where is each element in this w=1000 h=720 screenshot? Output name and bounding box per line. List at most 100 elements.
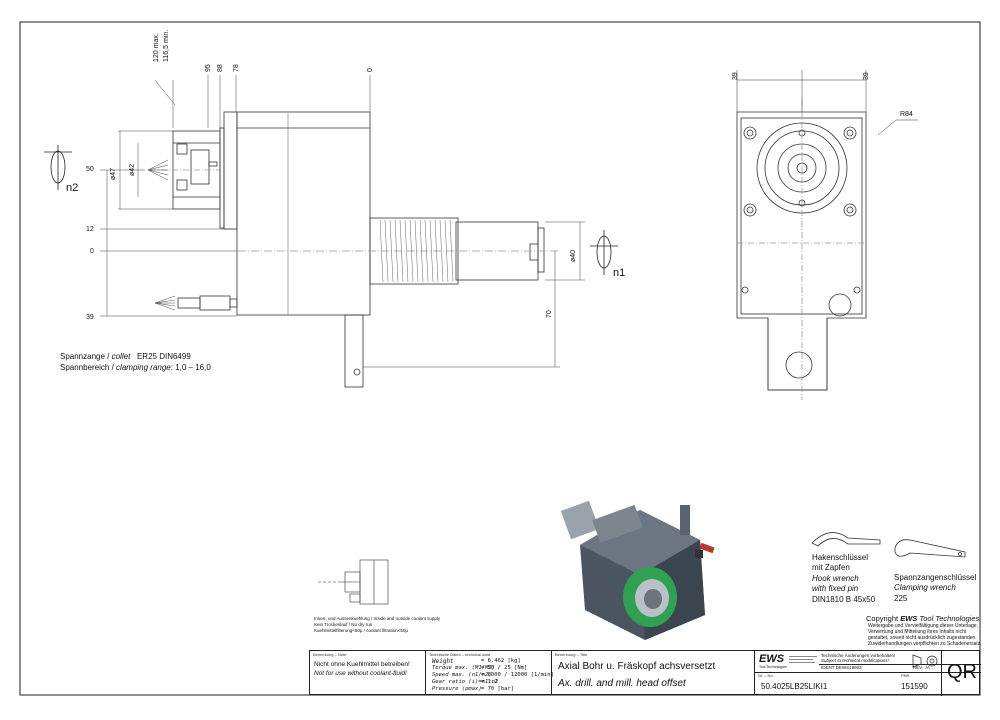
note-en: Not for use without coolant-fluid! bbox=[314, 670, 407, 677]
dim-d47: ø47 bbox=[110, 167, 117, 180]
thread-line bbox=[434, 219, 439, 283]
coolant-note-2: Kein Trockenlauf / No dry run bbox=[314, 622, 373, 627]
coolant-note-3: Kuehlmittelfilterung<50µ / coolant filtr… bbox=[314, 628, 408, 633]
dim-0-left: 0 bbox=[90, 248, 94, 255]
thread-line bbox=[449, 219, 454, 283]
thread-line bbox=[419, 219, 424, 283]
clamp-wrench-de: Spannzangenschlüssel bbox=[894, 573, 977, 582]
note-header: Bemerkung – Note bbox=[313, 652, 347, 657]
dim-39-front-right: 39 bbox=[863, 72, 870, 80]
dim-78: 78 bbox=[233, 64, 240, 72]
pnr-number: 151590 bbox=[901, 682, 928, 691]
coolant-note-1: Innen- und Aussenkuehlung / Inside and o… bbox=[314, 616, 441, 621]
title-header: Benennung – Title bbox=[555, 652, 588, 657]
front-view bbox=[736, 70, 918, 400]
title-en: Ax. drill. and mill. head offset bbox=[558, 678, 686, 689]
gear-value: = 1:2 bbox=[481, 679, 498, 685]
thread-lines bbox=[379, 219, 454, 283]
collet-line-1: Spannzange / collet ER25 DIN6499 bbox=[60, 352, 191, 362]
copyright-brand-suffix: Tool Technologies bbox=[917, 614, 980, 623]
copyright-line-3: gestattet, soweit nicht ausdrücklich zug… bbox=[868, 635, 977, 641]
copyright-line-2: Verwertung und Mitteilung ihres Inhalts … bbox=[868, 629, 967, 635]
number-header: Nr. – No. bbox=[758, 673, 774, 678]
dim-70: 70 bbox=[546, 310, 553, 318]
part-number: 50.4025LB25LIKI1 bbox=[761, 682, 828, 691]
ident-code: IDENT DEWS19903 bbox=[821, 665, 862, 670]
tech-header: Technische Daten – technical data bbox=[429, 652, 490, 657]
thread-line bbox=[444, 219, 449, 283]
clamp-range-en: clamping range bbox=[116, 363, 171, 372]
hook-wrench-std: DIN1810 B 45x50 bbox=[812, 595, 876, 604]
collet-spec: ER25 DIN6499 bbox=[136, 352, 191, 361]
side-view bbox=[150, 111, 560, 388]
drawing-frame bbox=[19, 21, 981, 696]
label-n1: n1 bbox=[613, 267, 626, 279]
dim-88: 88 bbox=[217, 64, 224, 72]
iso-render bbox=[560, 500, 715, 640]
dim-12: 12 bbox=[86, 226, 94, 233]
dim-120-max: 120 max. bbox=[153, 33, 160, 62]
torque-label: Torque max. (M1/M2) bbox=[432, 665, 495, 671]
rights-en: Subject to technical modifications! bbox=[821, 658, 889, 663]
label-n2: n2 bbox=[66, 182, 79, 194]
rotation-symbol-n2 bbox=[44, 145, 72, 190]
dim-95: 95 bbox=[205, 64, 212, 72]
hook-wrench-en1: Hook wrench bbox=[812, 574, 859, 583]
title-cell: Benennung – Title Axial Bohr u. Fräskopf… bbox=[552, 651, 755, 694]
ews-logo: EWS Tool Technologies bbox=[759, 653, 787, 670]
dim-r84: R84 bbox=[900, 111, 913, 118]
title-de: Axial Bohr u. Fräskopf achsversetzt bbox=[558, 661, 716, 672]
copyright-word: Copyright bbox=[866, 614, 901, 623]
rights-de: Technische Änderungen vorbehalten! bbox=[821, 653, 896, 658]
dim-0-top: 0 bbox=[367, 68, 374, 72]
qr-divider bbox=[941, 651, 942, 696]
copyright-brand: EWS bbox=[900, 614, 918, 623]
pnr-header: PNR bbox=[901, 673, 910, 678]
tech-data-cell: Technische Daten – technical data Weight… bbox=[426, 651, 554, 694]
dim-d40: ø40 bbox=[570, 249, 577, 262]
pressure-value: = 70 [bar] bbox=[481, 686, 515, 692]
thread-line bbox=[424, 219, 429, 283]
thread-line bbox=[384, 219, 389, 283]
hook-wrench-en2: with fixed pin bbox=[812, 584, 859, 593]
dim-39-left: 39 bbox=[86, 314, 94, 321]
speed-label: Speed max. (n1/n2) bbox=[432, 672, 492, 678]
weight-value: = 6.462 [kg] bbox=[481, 658, 521, 664]
clamp-range-de: Spannbereich / bbox=[60, 363, 117, 372]
dim-39-front-left: 39 bbox=[732, 72, 739, 80]
hook-wrench-de1: Hakenschlüssel bbox=[812, 553, 869, 562]
clamp-wrench-drawing bbox=[894, 539, 966, 558]
gear-label: Gear ratio (i)=n1:n2 bbox=[432, 679, 499, 685]
copyright-line-1: Weitergabe und Vervielfältigung dieser U… bbox=[868, 623, 978, 629]
revision: REV. :/A bbox=[913, 665, 930, 670]
coolant-schematic bbox=[318, 559, 389, 605]
logo-text: EWS bbox=[759, 653, 785, 665]
thread-line bbox=[439, 219, 444, 283]
thread-line bbox=[399, 219, 404, 283]
note-de: Nicht ohne Kuehlmittel betreiben! bbox=[314, 661, 410, 668]
dim-50: 50 bbox=[86, 166, 94, 173]
clamp-wrench-en: Clamping wrench bbox=[894, 583, 956, 592]
company-cell: EWS Tool Technologies Technische Änderun… bbox=[755, 651, 981, 696]
thread-line bbox=[404, 219, 409, 283]
clamp-range-value: : 1,0 – 16,0 bbox=[170, 363, 211, 372]
company-address-block bbox=[789, 654, 819, 668]
qr-label: QR bbox=[947, 661, 977, 683]
pressure-label: Pressure (pmax) bbox=[432, 686, 482, 692]
thread-line bbox=[379, 219, 384, 283]
dim-d42: ø42 bbox=[129, 163, 136, 176]
title-block: Bemerkung – Note Nicht ohne Kuehlmittel … bbox=[309, 650, 981, 696]
thread-line bbox=[394, 219, 399, 283]
copyright-line-4: Zuwiderhandlungen verpflichten zu Schade… bbox=[868, 641, 982, 647]
copyright-title: Copyright EWS Tool Technologies bbox=[866, 614, 979, 624]
divider bbox=[819, 664, 981, 665]
thread-line bbox=[429, 219, 434, 283]
hook-wrench-drawing bbox=[811, 532, 881, 547]
rotation-symbol-n1 bbox=[590, 230, 618, 275]
note-cell: Bemerkung – Note Nicht ohne Kuehlmittel … bbox=[310, 651, 426, 694]
thread-line bbox=[409, 219, 414, 283]
hook-wrench-de2: mit Zapfen bbox=[812, 563, 850, 572]
torque-value: = 50 / 25 [Nm] bbox=[481, 665, 528, 671]
